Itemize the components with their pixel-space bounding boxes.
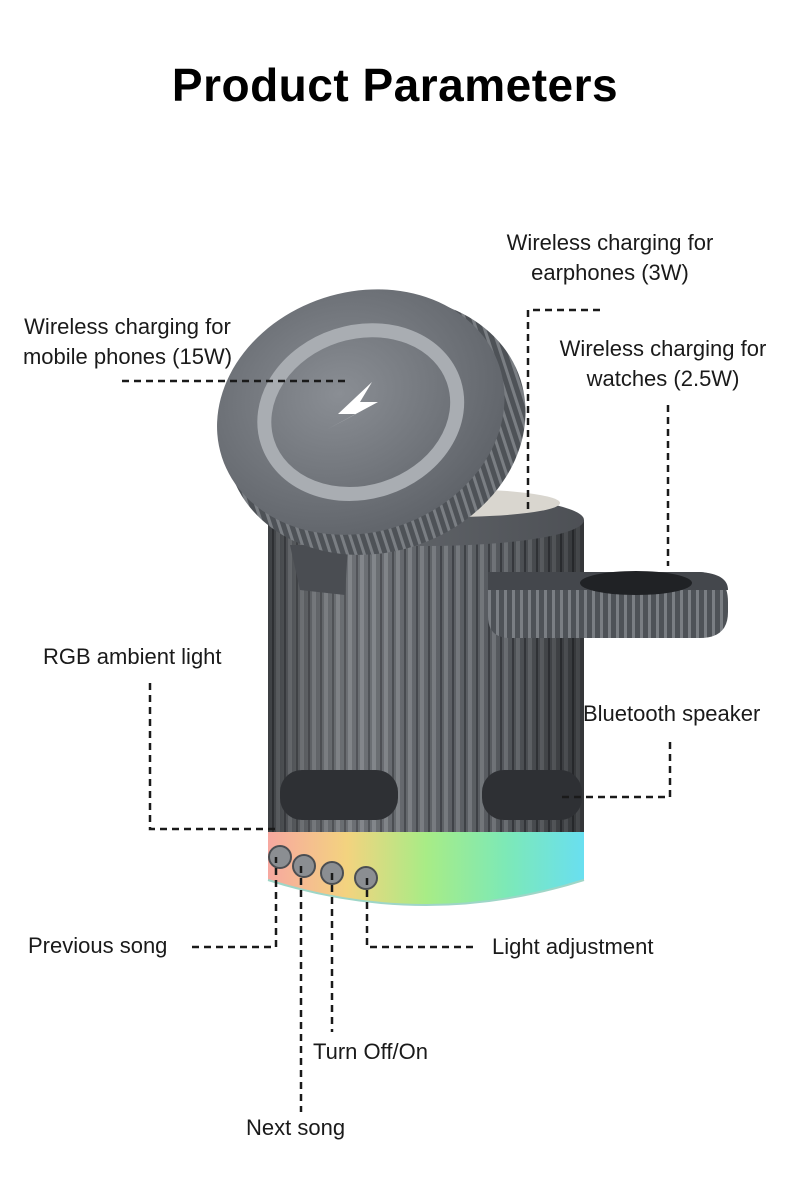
- watch-charging-arm: [488, 571, 728, 638]
- label-watch-charging: Wireless charging for watches (2.5W): [532, 334, 790, 394]
- label-line: mobile phones (15W): [22, 344, 233, 369]
- phone-charging-pad: [217, 289, 526, 555]
- control-buttons: [268, 845, 378, 890]
- leader-lines: [122, 308, 672, 1112]
- label-line: watches (2.5W): [586, 366, 740, 391]
- page-title: Product Parameters: [171, 59, 619, 111]
- label-next-song: Next song: [246, 1115, 346, 1140]
- pad-hinge: [290, 545, 348, 595]
- rgb-light-ring: [267, 830, 585, 906]
- label-previous-song: Previous song: [28, 933, 168, 958]
- label-light-adjustment: Light adjustment: [492, 934, 654, 959]
- label-turn-off-on: Turn Off/On: [313, 1039, 428, 1064]
- label-earphones-charging: Wireless charging for earphones (3W): [480, 228, 740, 288]
- label-line: Wireless charging for: [559, 336, 767, 361]
- lightning-bolt-icon: [326, 382, 378, 430]
- label-bluetooth-speaker: Bluetooth speaker: [583, 701, 761, 726]
- label-line: Wireless charging for: [506, 230, 714, 255]
- label-rgb-light: RGB ambient light: [43, 644, 222, 669]
- label-line: earphones (3W): [531, 260, 689, 285]
- label-line: Wireless charging for: [24, 314, 231, 339]
- label-phone-charging: Wireless charging for mobile phones (15W…: [0, 312, 255, 372]
